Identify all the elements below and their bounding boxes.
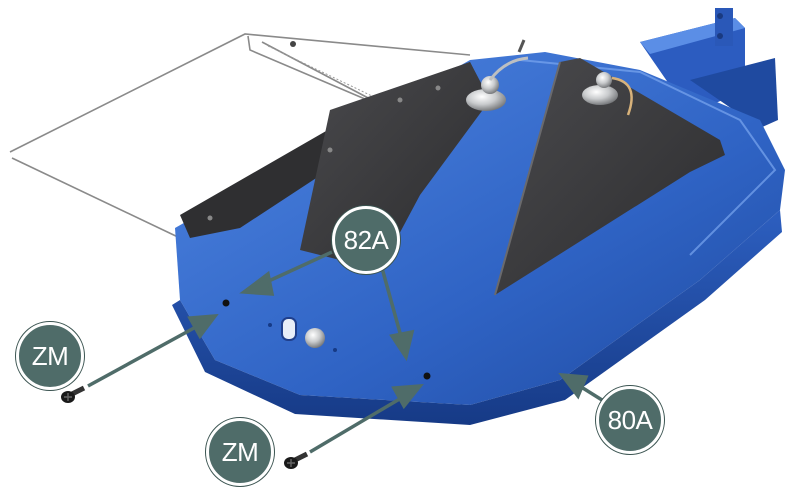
screw-label-zm-bottom: ZM	[206, 418, 274, 486]
stud-icon	[582, 72, 633, 116]
screw-hole	[222, 299, 230, 307]
callout-arrow	[239, 250, 333, 296]
callout-arrow	[380, 267, 415, 362]
triangle-panel	[494, 58, 725, 296]
callout-arrow	[309, 383, 424, 454]
screw-icon	[284, 451, 309, 469]
hinge-strip	[267, 45, 373, 97]
part-label-82a: 82A	[332, 206, 400, 274]
callout-arrow	[87, 313, 219, 388]
stud-icon	[466, 39, 529, 111]
screw-hole	[423, 372, 431, 380]
bracket	[640, 8, 778, 128]
part-label-80a: 80A	[596, 386, 664, 454]
lock-mechanism	[268, 317, 337, 352]
rivet	[290, 41, 296, 47]
screw-label-zm-left: ZM	[16, 322, 84, 390]
screw-icon	[61, 385, 86, 403]
callout-arrow	[558, 372, 603, 402]
